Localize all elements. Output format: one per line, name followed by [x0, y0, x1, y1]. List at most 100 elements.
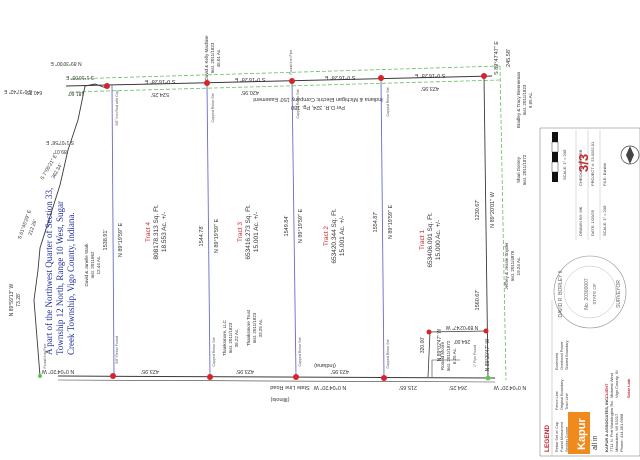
corner-marker — [381, 375, 387, 381]
corner-markers — [104, 73, 489, 381]
corner-marker — [378, 75, 384, 81]
tract-line-distance: 1549.84' — [284, 216, 290, 237]
company-address: 7711 N. Port Washington Rd. — [609, 400, 614, 452]
corner-marker — [481, 73, 487, 79]
client-block: CLIENT Midwest Wind Vigo County, IN Sola… — [604, 370, 631, 398]
tract-name: Tract 1 — [419, 230, 426, 250]
road-call: 264.25' — [449, 384, 467, 390]
annotation-line-1: A part of the Northwest Quarter of Secti… — [44, 188, 54, 355]
owner-label: Thanksmore Trust Inst. 2011/1823 33.25 A… — [246, 309, 263, 346]
corner-marker — [104, 83, 110, 89]
north-line-call: 245.58' — [506, 49, 512, 67]
tract-line-distance: 1554.87' — [373, 212, 379, 233]
road-call: 423.95' — [141, 368, 159, 374]
scale-segment — [552, 132, 558, 142]
owner-acres: 45.01 Ac. — [216, 49, 221, 68]
tract-area-sqft: 808178.313 Sq. Ft. — [153, 204, 160, 259]
seal-text: SURVEYOR — [616, 280, 622, 308]
monument-note: 1" Pipe Found — [473, 345, 477, 367]
north-line-call: S 0°16'28" E — [144, 78, 175, 84]
parcel-call: 320.00' — [420, 337, 426, 353]
tract-line-distance: 1230.67' — [475, 200, 481, 221]
monument-note: Capped Rebar Set — [298, 337, 302, 366]
north-line-call: 420.95' — [241, 89, 259, 95]
title-row: CHECKED BY: DRB — [578, 149, 583, 186]
owner-inst: Inst. 2011862 — [90, 251, 95, 278]
easement-labels: Indiana & Michigan Electric Company 150'… — [253, 96, 383, 110]
location-annotation: A part of the Northwest Quarter of Secti… — [44, 186, 76, 355]
monument-note: 5/8" Iron Rod with Cap — [115, 90, 119, 125]
legend-item: Tract Line — [565, 393, 569, 410]
owner-inst: Inst. 2011/1823 — [522, 84, 527, 115]
legend-items: Rebar Set w/ Cap Found Monument Section … — [555, 340, 569, 452]
tract-area-acres: 18.553 Ac. +/- — [161, 212, 168, 252]
sheet-number: 3/3 — [576, 154, 591, 172]
owner-label: Jeffrey & Jessie Snyder Inst. 2011/4876 … — [504, 242, 521, 290]
corner-marker — [204, 80, 210, 86]
seal-outer-ring — [553, 255, 627, 329]
tract-3-label: Tract 3 653416.273 Sq. Ft. 15.001 Ac. +/… — [237, 204, 260, 259]
parcel-calls: N 89°02'47" W 320.00' 264.00' N 89°02'47… — [420, 324, 491, 371]
monument-marker — [38, 374, 42, 378]
easement-text: Indiana & Michigan Electric Company 150'… — [253, 96, 383, 102]
parcel-call: 264.00' — [454, 338, 470, 344]
road-edge — [57, 379, 496, 383]
legend-item: Shared Boundary — [565, 340, 569, 370]
north-arrow-pointer — [626, 146, 634, 164]
north-line-call: S 89°47'47" E — [494, 41, 500, 75]
owner-inst: Inst. 2011/1823 — [252, 312, 257, 343]
owner-acres: 9.65 Ac. — [528, 92, 533, 108]
road-labels: N 0°04'20" W 423.95' 423.95' N 0°04'20" … — [41, 362, 527, 402]
tract-line-distance: 1544.78' — [199, 226, 205, 247]
parcel-call: N 89°20'47" W — [485, 338, 491, 371]
tract-area-sqft: 653406.091 Sq. Ft. — [427, 212, 434, 267]
tract-line-distance: 1538.91' — [103, 230, 109, 251]
boundary-call: 212.26' — [27, 219, 38, 236]
title-block-frame — [539, 127, 640, 457]
road-call: 423.95' — [236, 368, 254, 374]
title-row: FILE: Exhibit — [602, 162, 607, 186]
north-line-call: 423.95' — [421, 85, 439, 91]
seal-inner-ring — [563, 265, 617, 319]
easement-text: Per D.R. 324, Pg. 180 — [291, 104, 345, 110]
owner-acres: 19.24 Ac. — [516, 257, 521, 276]
boundary-call: 640.25' — [26, 89, 42, 95]
title-block: LEGEND Rebar Set w/ Cap Found Monument S… — [539, 127, 640, 457]
legend-item: Easement — [555, 352, 559, 370]
boundary-call: S 0°37'42" E — [3, 88, 32, 94]
monument-marker — [485, 375, 491, 381]
title-rows: DRAWN BY: MK CHECKED BY: DRB DATE: 1/20/… — [575, 130, 607, 240]
corner-marker — [110, 373, 116, 379]
tract-line-2 — [206, 82, 211, 378]
corner-marker — [483, 328, 489, 334]
east-boundary-line — [483, 75, 489, 379]
owner-inst: Inst. 2011/1872 — [522, 154, 527, 185]
title-row: DATE: 1/20/25 — [590, 209, 595, 236]
company-name: KAPUR & ASSOCIATES, INC. — [604, 397, 609, 452]
tract-name: Tract 2 — [323, 226, 330, 246]
company-address: Milwaukee, WI 53217 — [614, 413, 619, 452]
road-call: N 0°04'20" W — [313, 384, 347, 390]
monument-note: Found Iron Pipe — [43, 343, 47, 368]
monument-note: Capped Rebar Set — [211, 93, 215, 122]
boundary-call: N 89°30'00" E — [50, 60, 82, 66]
adjoiner-labels: David & Kelly Machine Inst. 2011/1823 45… — [84, 35, 533, 371]
title-row: PROJECT #: 23.0202.01 — [590, 141, 595, 186]
company-phone: Phone: 414.351.6668 — [619, 413, 624, 452]
owner-label: David & Kelly Machine Inst. 2011/1823 45… — [204, 35, 221, 81]
plat-drawing: A part of the Northwest Quarter of Secti… — [3, 35, 533, 402]
owner-inst: Inst. 2011/1823 — [228, 322, 233, 353]
owner-name: Ronald Moore — [440, 341, 445, 370]
tract-area-acres: 15.000 Ac. +/- — [435, 220, 442, 260]
legend-item: Fence Line — [555, 391, 559, 410]
monument-markers — [38, 374, 491, 381]
seal-text: STATE OF — [592, 283, 597, 305]
west-boundary-line — [33, 83, 107, 377]
corner-marker — [289, 78, 295, 84]
owner-inst: Inst. 2011/4876 — [510, 250, 515, 281]
corner-marker — [293, 374, 299, 380]
seal-text: DAVID R. BORLEY II — [558, 270, 564, 317]
owner-label: Shari Dorsey Inst. 2011/1872 — [516, 154, 527, 185]
